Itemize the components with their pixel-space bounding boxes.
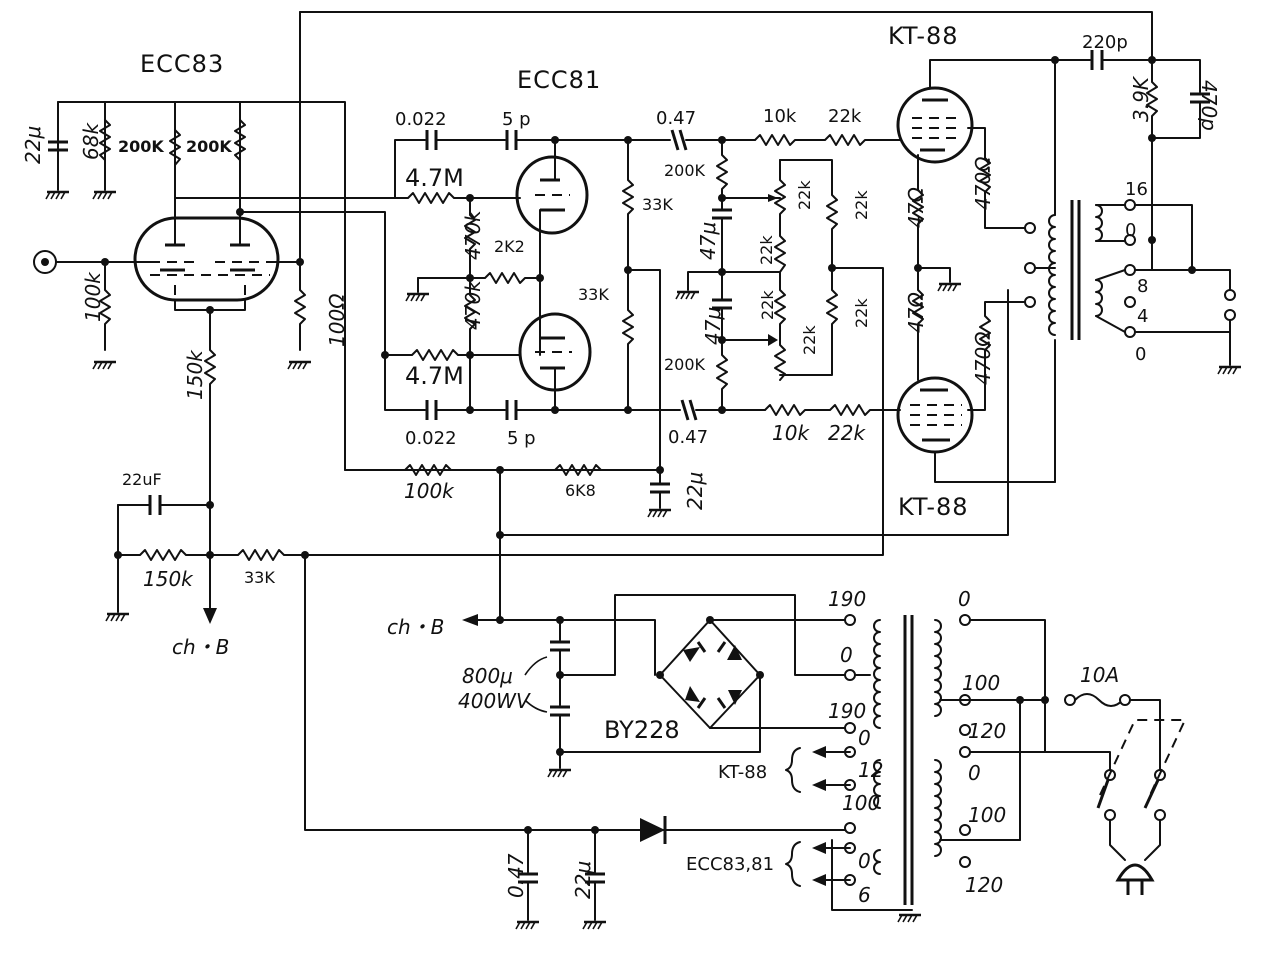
phase-splitter: ECC81 0.022 5 p 4.7M 470k 470k xyxy=(344,66,1009,621)
svg-text:33K: 33K xyxy=(642,195,673,214)
svg-text:KT-88: KT-88 xyxy=(718,762,767,783)
svg-text:4: 4 xyxy=(1137,306,1148,327)
svg-text:22uF: 22uF xyxy=(122,470,162,489)
svg-text:190: 190 xyxy=(828,699,866,723)
svg-text:6: 6 xyxy=(858,883,871,907)
svg-text:120: 120 xyxy=(968,719,1006,743)
svg-text:100k: 100k xyxy=(81,271,105,322)
svg-text:BY228: BY228 xyxy=(604,716,680,744)
svg-text:5 p: 5 p xyxy=(502,109,531,130)
tube-label-ecc81: ECC81 xyxy=(517,66,601,94)
tube-label-kt88-top: KT-88 xyxy=(888,22,959,50)
top-wiring xyxy=(57,11,1153,471)
svg-text:0: 0 xyxy=(1135,344,1146,365)
input-stage: ECC83 22μ 68k 200K 200K xyxy=(21,50,396,506)
svg-text:22k: 22k xyxy=(852,298,871,328)
svg-text:0: 0 xyxy=(858,849,871,873)
svg-text:150k: 150k xyxy=(183,349,207,400)
svg-text:33K: 33K xyxy=(244,568,275,587)
svg-text:0.47: 0.47 xyxy=(504,853,528,898)
svg-text:33K: 33K xyxy=(578,285,609,304)
svg-text:470Ω: 470Ω xyxy=(971,156,995,210)
output-transformer: 16 0 8 4 0 xyxy=(1024,59,1243,483)
svg-text:47Ω: 47Ω xyxy=(904,292,928,333)
svg-text:100: 100 xyxy=(962,671,1000,695)
svg-text:10k: 10k xyxy=(763,106,797,127)
svg-text:22k: 22k xyxy=(828,421,866,445)
svg-text:120: 120 xyxy=(965,873,1003,897)
svg-text:200K: 200K xyxy=(664,161,706,180)
power-transformer: 190 0 190 0 12 100 0 6 KT-88 ECC83,81 xyxy=(686,587,1049,924)
svg-text:190: 190 xyxy=(828,587,866,611)
svg-text:22k: 22k xyxy=(757,235,776,265)
svg-text:16: 16 xyxy=(1125,179,1148,200)
svg-text:47Ω: 47Ω xyxy=(904,187,928,228)
svg-text:220p: 220p xyxy=(1082,32,1128,53)
svg-text:0.47: 0.47 xyxy=(656,108,696,129)
svg-text:0.022: 0.022 xyxy=(395,109,447,130)
svg-text:0: 0 xyxy=(968,761,981,785)
svg-text:4.7M: 4.7M xyxy=(405,362,464,390)
power-supply: ch・B 800μ 400WV xyxy=(387,587,1187,931)
bias-supply: 0.47 22μ xyxy=(504,816,667,931)
svg-text:10k: 10k xyxy=(772,421,810,445)
svg-text:0.022: 0.022 xyxy=(405,428,457,449)
svg-text:68k: 68k xyxy=(79,122,103,160)
svg-text:6K8: 6K8 xyxy=(565,481,596,500)
svg-text:22k: 22k xyxy=(795,180,814,210)
left-supply-filter: 22uF ch・B 150k 33K xyxy=(104,267,884,831)
svg-text:470Ω: 470Ω xyxy=(971,331,995,385)
svg-text:0: 0 xyxy=(858,726,871,750)
svg-text:22k: 22k xyxy=(852,190,871,220)
svg-text:200K: 200K xyxy=(186,137,232,156)
svg-text:22μ: 22μ xyxy=(571,861,595,899)
tube-label-kt88-bottom: KT-88 xyxy=(898,493,969,521)
svg-text:4.7M: 4.7M xyxy=(405,164,464,192)
tube-kt88-bottom xyxy=(896,376,974,454)
tube-ecc81-top xyxy=(515,139,589,235)
svg-text:100k: 100k xyxy=(404,479,455,503)
svg-text:100: 100 xyxy=(968,803,1006,827)
svg-text:0: 0 xyxy=(1125,220,1136,241)
svg-text:200K: 200K xyxy=(664,355,706,374)
tube-kt88-top xyxy=(896,86,974,164)
svg-text:ECC83,81: ECC83,81 xyxy=(686,854,774,875)
svg-text:22μ: 22μ xyxy=(683,472,707,510)
svg-text:100Ω: 100Ω xyxy=(325,293,349,347)
driver-network: 0.47 10k 22k 200K 47μ 47μ 200K 22k 22k 2… xyxy=(627,106,901,448)
svg-text:47μ: 47μ xyxy=(696,222,720,260)
svg-text:10A: 10A xyxy=(1080,663,1119,687)
svg-text:150k: 150k xyxy=(143,567,194,591)
svg-text:400WV: 400WV xyxy=(458,689,531,713)
svg-text:2K2: 2K2 xyxy=(494,237,525,256)
svg-text:470k: 470k xyxy=(461,209,485,260)
svg-text:22k: 22k xyxy=(758,290,777,320)
rectifier-bridge xyxy=(656,616,764,729)
svg-text:8: 8 xyxy=(1137,276,1148,297)
output-stage: KT-88 KT-88 470Ω 47Ω 47Ω xyxy=(888,22,1243,521)
svg-text:0.47: 0.47 xyxy=(668,427,708,448)
svg-text:5 p: 5 p xyxy=(507,428,536,449)
tube-ecc83 xyxy=(133,216,280,302)
svg-text:100: 100 xyxy=(842,791,880,815)
svg-text:12: 12 xyxy=(858,758,883,782)
capacitor-22u: 22μ xyxy=(21,126,68,164)
svg-text:0: 0 xyxy=(958,587,971,611)
svg-text:22μ: 22μ xyxy=(21,126,45,164)
tube-label-ecc83: ECC83 xyxy=(140,50,224,78)
svg-text:ch・B: ch・B xyxy=(172,635,229,659)
mains-input: 10A xyxy=(1044,663,1187,895)
svg-text:800μ: 800μ xyxy=(462,664,513,688)
svg-text:470k: 470k xyxy=(461,279,485,330)
svg-text:22k: 22k xyxy=(800,325,819,355)
svg-text:470p: 470p xyxy=(1197,80,1221,131)
svg-text:3.9K: 3.9K xyxy=(1129,75,1153,122)
svg-text:0: 0 xyxy=(840,643,853,667)
svg-text:ch・B: ch・B xyxy=(387,615,444,639)
svg-text:22k: 22k xyxy=(828,106,862,127)
svg-text:200K: 200K xyxy=(118,137,164,156)
